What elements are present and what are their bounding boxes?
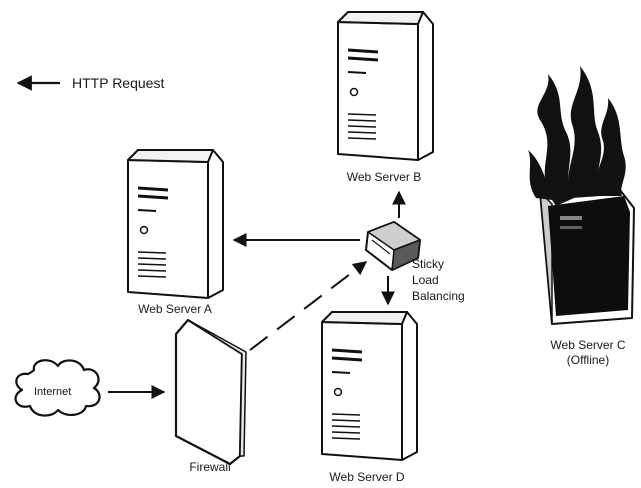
load-balancer-label-line: Load (412, 273, 439, 287)
server-tower-icon (320, 310, 419, 462)
server-d-label: Web Server D (329, 470, 405, 484)
cloud-icon (14, 359, 101, 417)
router-icon (365, 221, 421, 271)
burning-server-icon (528, 66, 635, 325)
server-tower-icon (336, 10, 435, 162)
load-balancer-label-line: Balancing (412, 289, 465, 303)
legend-label: HTTP Request (72, 75, 165, 91)
server-a-label: Web Server A (138, 302, 212, 316)
server-c-status: (Offline) (566, 353, 610, 367)
load-balancer-label-line: Sticky (412, 257, 445, 271)
firewall-label: Firewall (189, 460, 231, 474)
server-tower-icon (126, 148, 225, 300)
server-b-label: Web Server B (346, 170, 422, 184)
server-c-label: Web Server C (Offline) (550, 338, 625, 368)
internet-label: Internet (34, 386, 72, 398)
firewall-icon (174, 318, 247, 466)
server-c-label-line: Web Server C (550, 338, 626, 352)
connector-firewall-balancer (249, 261, 368, 351)
load-balancer-label: Sticky Load Balancing (412, 256, 465, 304)
